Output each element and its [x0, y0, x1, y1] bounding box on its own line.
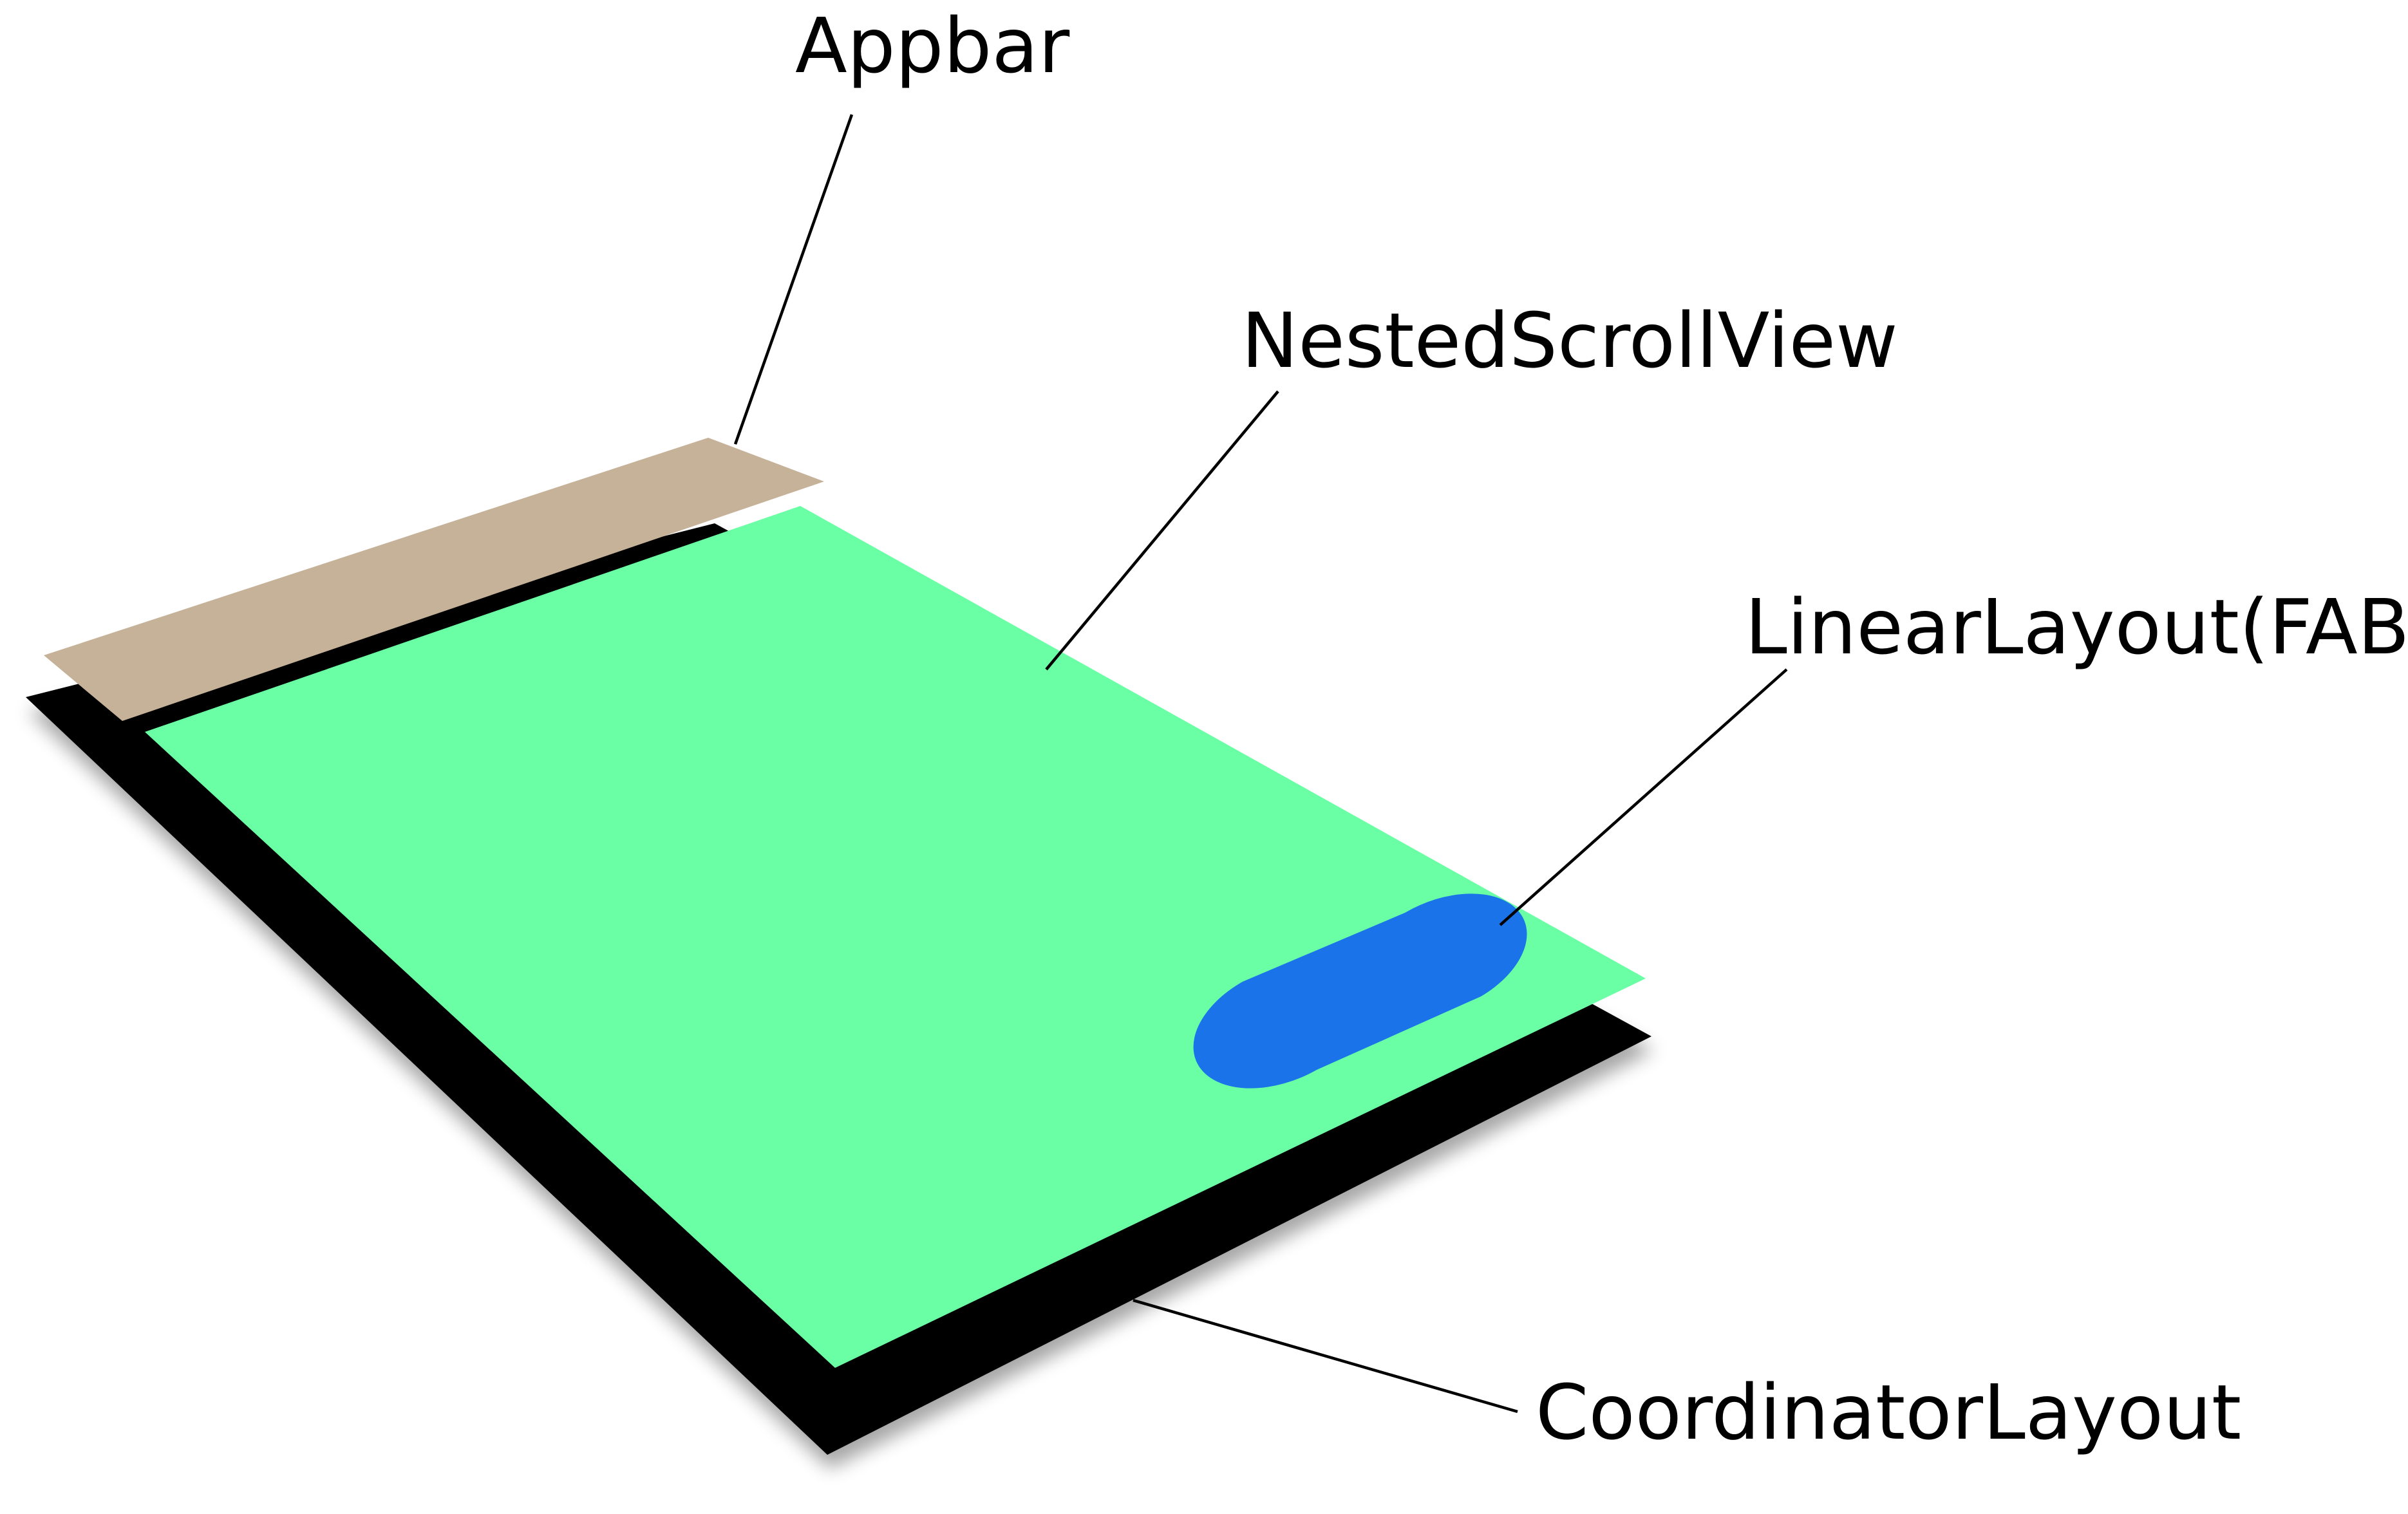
- linear-layout-fab-label: LinearLayout(FAB): [1745, 583, 2408, 671]
- appbar-layer: [44, 438, 824, 721]
- appbar-leader-line: [733, 114, 854, 445]
- coordinator-layout-label: CoordinatorLayout: [1536, 1368, 2241, 1457]
- appbar-label: Appbar: [795, 1, 1070, 90]
- nested-scroll-view-label: NestedScrollView: [1241, 296, 1898, 385]
- nested-scroll-view-layer: [145, 506, 1646, 1368]
- fab-pill-shape: [1193, 893, 1527, 1089]
- linear-layout-fab-leader-line: [1499, 668, 1788, 926]
- coordinator-layout-leader-line: [1133, 1298, 1518, 1414]
- nested-scroll-view-leader-line: [1045, 390, 1279, 671]
